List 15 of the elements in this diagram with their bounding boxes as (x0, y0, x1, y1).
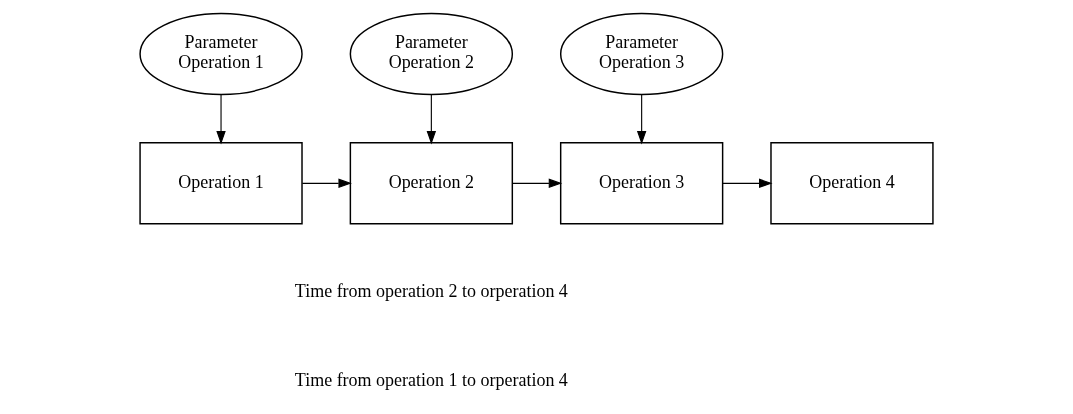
arrow (426, 93, 437, 144)
label: Time from operation 2 to orperation 4 (294, 280, 568, 301)
arrow (512, 178, 563, 188)
arrow (722, 178, 773, 188)
arrow (216, 93, 226, 144)
node-ellipse: Parameter Operation 2 (349, 12, 514, 95)
node-box: Operation 4 (770, 141, 934, 225)
arrow (636, 93, 647, 144)
node-box: Operation 2 (349, 141, 514, 225)
label: Time from operation 1 to orperation 4 (294, 369, 568, 390)
node-box: Operation 3 (559, 141, 724, 225)
arrow (301, 178, 352, 188)
node-ellipse: Parameter Operation 1 (139, 12, 303, 95)
node-ellipse: Parameter Operation 3 (559, 12, 724, 95)
node-box: Operation 1 (139, 141, 303, 225)
